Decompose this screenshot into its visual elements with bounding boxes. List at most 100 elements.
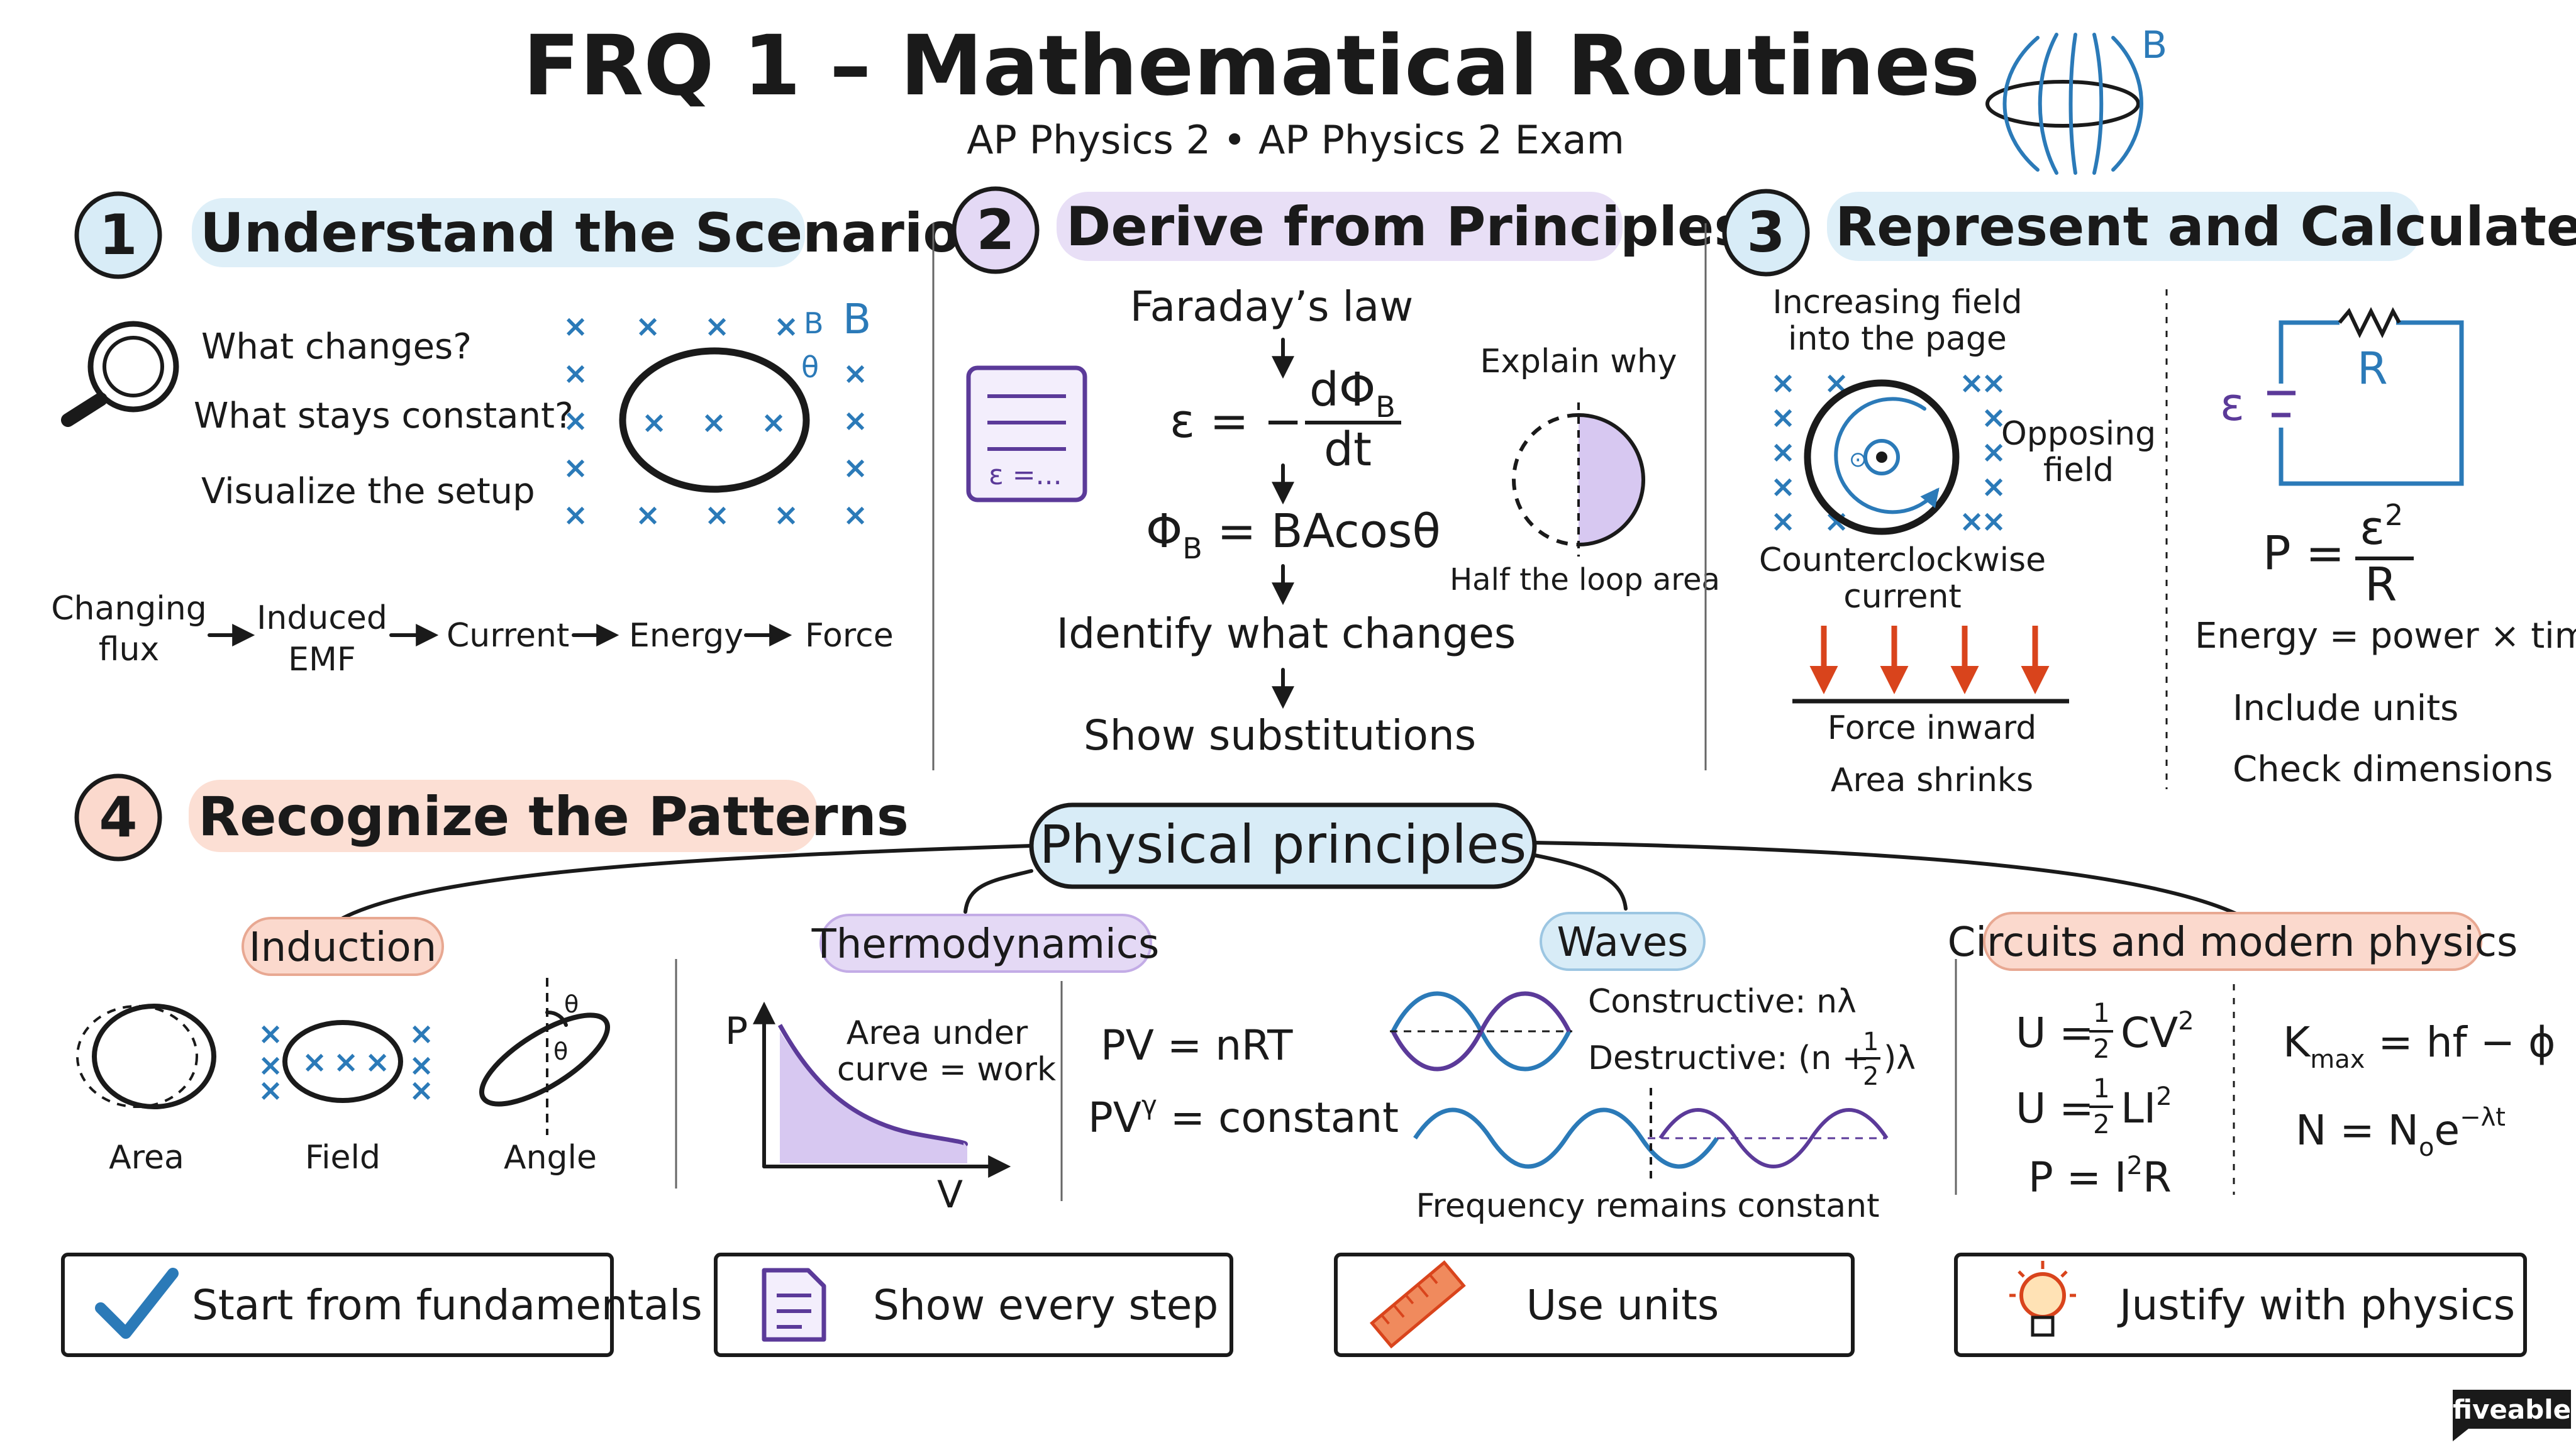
inductor-energy-den: 2 [2093, 1109, 2110, 1139]
svg-text:×: × [1981, 435, 2006, 470]
section-2-derive-principles: 2 Derive from Principles ε =... Faraday’… [952, 186, 1746, 760]
half-loop-area: Half the loop area [1450, 562, 1720, 597]
svg-text:×: × [258, 1016, 283, 1051]
ccw-current-diagram: ×××× ×× ×× ×× ×××× ⊙ [1770, 365, 2006, 539]
capacitor-energy-den: 2 [2093, 1033, 2110, 1064]
svg-text:×: × [258, 1073, 283, 1108]
field-b-label: B [2141, 23, 2167, 67]
svg-text:×: × [1770, 469, 1796, 504]
flow-current: Current [447, 617, 569, 655]
svg-text:×: × [409, 1016, 434, 1051]
svg-text:×: × [563, 309, 588, 344]
power-denominator: R [2365, 558, 2397, 612]
induction-area-icon [76, 1004, 216, 1109]
flow-energy: Energy [629, 617, 743, 655]
svg-text:×: × [1770, 435, 1796, 470]
section-1-title-highlight [192, 198, 805, 267]
section-3-title: Represent and Calculate [1835, 196, 2576, 258]
induction-label: Induction [249, 924, 436, 971]
destructive-lambda: )λ [1884, 1039, 1916, 1077]
svg-text:×: × [1770, 365, 1796, 401]
emf-numerator: dΦB [1309, 363, 1396, 424]
section-4-title-highlight [189, 780, 818, 852]
svg-text:×: × [774, 497, 799, 533]
svg-text:×: × [1770, 400, 1796, 435]
power-numerator: ε2 [2360, 498, 2403, 555]
circuits-modern-label: Circuits and modern physics [1948, 919, 2518, 966]
opposing-field-1: Opposing [2001, 415, 2156, 453]
section-1-number: 1 [99, 202, 137, 267]
constructive-interference: Constructive: nλ [1588, 983, 1857, 1021]
svg-text:×: × [843, 403, 868, 438]
capacitor-energy-lhs: U = [2016, 1009, 2094, 1057]
section-3-represent-calculate: 3 Represent and Calculate Increasing fie… [1722, 189, 2576, 799]
svg-text:×: × [1981, 504, 2006, 539]
tip-start-fundamentals-label: Start from fundamentals [192, 1281, 702, 1329]
opposing-field-2: field [2043, 452, 2114, 489]
induction-angle-icon: θ θ [479, 978, 611, 1135]
ccw-current-2: current [1843, 578, 1962, 616]
induction-angle: Angle [504, 1139, 597, 1177]
svg-text:⊙: ⊙ [1849, 447, 1867, 472]
svg-text:×: × [563, 450, 588, 485]
area-under-curve-1: Area under [847, 1014, 1028, 1052]
svg-text:×: × [701, 405, 726, 440]
faraday-label: Faraday’s law [1130, 282, 1413, 331]
pv-v-axis: V [937, 1173, 963, 1217]
physical-principles-pill [1029, 802, 1537, 889]
thermodynamics-label: Thermodynamics [811, 921, 1160, 968]
svg-text:×: × [1981, 400, 2006, 435]
photoelectric-equation: Kmax = hf − ϕ [2283, 1018, 2556, 1074]
section-4-title: Recognize the Patterns [198, 785, 909, 848]
destructive-half-den: 2 [1863, 1062, 1879, 1091]
rc-circuit-diagram: ε R [2220, 307, 2464, 486]
circuit-resistor-label: R [2357, 343, 2388, 394]
decay-equation: N = Noe−λt [2296, 1103, 2506, 1162]
check-dimensions: Check dimensions [2233, 749, 2553, 790]
section-2-title: Derive from Principles [1066, 196, 1746, 258]
svg-text:×: × [1981, 469, 2006, 504]
field-loop-diagram: ×××× ×× ×× ×× ××××× ××× B B θ [563, 295, 871, 533]
question-visualize-setup: Visualize the setup [201, 471, 535, 512]
section-4-badge [74, 773, 162, 862]
energy-equation: Energy = power × time [2195, 616, 2576, 657]
induction-area: Area [109, 1139, 184, 1177]
section-1-understand-scenario: 1 Understand the Scenario What changes? … [51, 191, 960, 679]
svg-text:×: × [635, 497, 660, 533]
section-4-number: 4 [99, 785, 137, 850]
circuits-modern-pill [1983, 912, 2482, 971]
ideal-gas-law: PV = nRT [1101, 1021, 1293, 1070]
tip-use-units: Use units [1334, 1253, 1855, 1357]
show-substitutions: Show substitutions [1084, 711, 1476, 760]
field-theta-small-label: θ [801, 350, 819, 384]
svg-text:×: × [641, 405, 667, 440]
frequency-constant: Frequency remains constant [1416, 1187, 1880, 1225]
emf-lhs: ε = − [1170, 394, 1302, 448]
svg-text:×: × [704, 309, 730, 344]
circuit-emf-label: ε [2220, 378, 2245, 431]
svg-text:×: × [333, 1045, 358, 1080]
section-2-number: 2 [976, 197, 1014, 262]
increasing-field-2: into the page [1788, 320, 2007, 358]
notepad-emf-label: ε =... [989, 459, 1062, 491]
physical-principles-label: Physical principles [1040, 814, 1526, 875]
concept-map-branches [341, 841, 2241, 920]
question-what-changes: What changes? [201, 326, 472, 367]
pv-p-axis: P [725, 1009, 748, 1053]
power-lhs: P = [2263, 526, 2345, 580]
flux-equation: ΦB = BAcosθ [1146, 504, 1441, 565]
destructive-half-num: 1 [1863, 1028, 1879, 1056]
fiveable-label: fiveable [2453, 1394, 2571, 1425]
svg-text:×: × [365, 1045, 390, 1080]
ccw-current-1: Counterclockwise [1759, 541, 2046, 579]
tip-start-fundamentals: Start from fundamentals [61, 1253, 702, 1357]
svg-text:×: × [635, 309, 660, 344]
inductor-energy-rhs: LI2 [2121, 1082, 2172, 1133]
svg-text:×: × [258, 1048, 283, 1083]
svg-text:×: × [1981, 365, 2006, 401]
identify-changes: Identify what changes [1057, 609, 1516, 658]
pv-diagram: P V [725, 1001, 1011, 1217]
svg-text:×: × [302, 1045, 327, 1080]
area-shrinks: Area shrinks [1831, 762, 2033, 799]
capacitor-energy-rhs: CV2 [2121, 1007, 2194, 1057]
